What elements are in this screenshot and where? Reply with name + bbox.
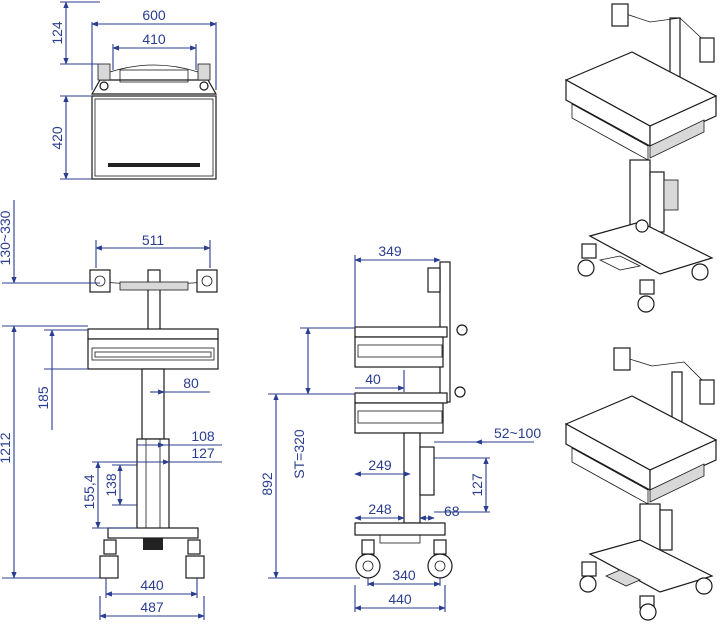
dim-top-410: 410 — [142, 31, 166, 47]
dim-front-127: 127 — [191, 445, 215, 461]
dim-front-138: 138 — [103, 473, 119, 497]
dim-side-249: 249 — [368, 457, 392, 473]
dim-side-349: 349 — [378, 243, 402, 259]
dim-front-155: 155,4 — [81, 474, 97, 509]
dim-front-511: 511 — [142, 232, 165, 248]
dim-top-600: 600 — [142, 7, 166, 23]
dim-front-arm-height: 130~330 — [0, 210, 13, 265]
dim-side-440: 440 — [388, 591, 412, 607]
dim-side-127: 127 — [469, 473, 485, 497]
dim-front-1212: 1212 — [0, 432, 13, 463]
side-view: 349 40 892 ST=320 249 248 52~100 127 68 … — [259, 243, 541, 612]
dim-side-892: 892 — [259, 472, 275, 496]
dim-side-68: 68 — [444, 503, 460, 519]
dim-top-124: 124 — [49, 21, 65, 45]
dim-side-248: 248 — [368, 501, 392, 517]
front-view: 511 130~330 1212 185 80 108 127 155,4 13… — [0, 200, 222, 620]
dim-top-420: 420 — [49, 126, 65, 150]
top-view: 600 410 124 420 — [49, 1, 218, 180]
dim-front-440: 440 — [140, 577, 164, 593]
dim-front-487: 487 — [140, 599, 164, 615]
iso-view-lower — [564, 347, 718, 621]
dim-side-stroke: ST=320 — [291, 429, 307, 479]
dim-front-108: 108 — [191, 428, 215, 444]
dim-side-bracket-range: 52~100 — [494, 425, 541, 441]
iso-view-upper — [564, 3, 718, 313]
dim-side-340: 340 — [392, 567, 416, 583]
dim-side-40: 40 — [365, 371, 381, 387]
dim-front-185: 185 — [35, 386, 51, 410]
dim-front-80: 80 — [183, 375, 199, 391]
